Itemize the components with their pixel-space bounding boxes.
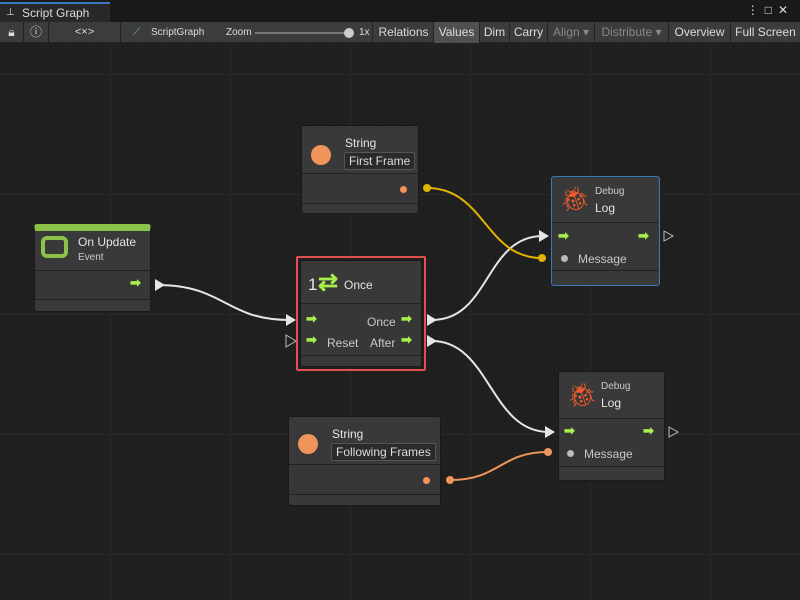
node-title: Log — [601, 396, 622, 410]
flow-arrow-icon: ➡ — [643, 423, 654, 438]
once-output-label: Once — [367, 315, 396, 329]
flow-out-port[interactable] — [155, 279, 165, 291]
flow-in-port[interactable] — [545, 426, 555, 438]
close-icon[interactable]: ✕ — [777, 3, 794, 17]
string-value-input[interactable]: First Frame — [344, 152, 416, 170]
edge-onupdate-once[interactable] — [156, 284, 291, 321]
on-update-node[interactable]: On Update Event ➡ — [34, 224, 151, 312]
once-out-port[interactable] — [427, 314, 437, 326]
port-dot[interactable] — [423, 184, 431, 192]
window-controls: ⋮□✕ — [747, 3, 794, 17]
tab-bar: ⊥Script Graph ⋮□✕ — [0, 0, 800, 22]
maximize-icon[interactable]: □ — [764, 3, 778, 17]
flow-out-port[interactable] — [663, 230, 675, 242]
bug-icon: 🐞︎ — [567, 382, 598, 409]
update-loop-icon — [41, 236, 68, 258]
node-category: Debug — [595, 186, 625, 197]
distribute-dropdown[interactable]: Distribute ▾ — [595, 22, 669, 43]
zoom-label: Zoom — [226, 27, 252, 38]
flow-arrow-icon: ➡ — [306, 332, 317, 347]
string-icon — [298, 434, 318, 454]
node-title: On Update — [78, 235, 137, 249]
after-output-label: After — [370, 336, 396, 350]
node-category: Debug — [601, 381, 631, 392]
string-value-input[interactable]: Following Frames — [331, 443, 436, 461]
node-title: Log — [595, 201, 616, 215]
flow-arrow-icon: ➡ — [401, 332, 412, 347]
selection-outline — [296, 256, 426, 371]
node-subtitle: Event — [78, 252, 104, 263]
message-label: Message — [584, 447, 633, 461]
message-port-dot[interactable] — [561, 255, 568, 262]
zoom-slider[interactable] — [255, 32, 351, 34]
flow-arrow-icon: ➡ — [401, 311, 412, 326]
node-title: String — [345, 136, 377, 150]
flow-arrow-icon: ➡ — [564, 423, 575, 438]
port-dot[interactable] — [538, 254, 546, 262]
zoom-slider-handle[interactable] — [344, 28, 354, 38]
align-dropdown[interactable]: Align ▾ — [548, 22, 595, 43]
string-node-following-frames[interactable]: String Following Frames — [288, 416, 441, 506]
dim-button[interactable]: Dim — [480, 22, 510, 43]
flow-in-port[interactable] — [539, 230, 549, 242]
flow-arrow-icon: ➡ — [558, 228, 569, 243]
once-node[interactable]: 1 ⇄ Once ➡ Once ➡ ➡ Reset After ➡ — [300, 260, 422, 367]
output-port[interactable] — [400, 186, 407, 193]
node-title: String — [332, 427, 364, 441]
values-button[interactable]: Values — [434, 22, 480, 43]
debug-log-node-2[interactable]: 🐞︎ Debug Log ➡ ➡ Message — [558, 371, 665, 481]
carry-button[interactable]: Carry — [510, 22, 548, 43]
port-dot[interactable] — [544, 448, 552, 456]
edge-after-debug2[interactable] — [431, 340, 550, 433]
edge-string2-message[interactable] — [449, 451, 549, 481]
breadcrumb: ⟋ ScriptGraph Zoom 1x — [121, 22, 373, 43]
flow-arrow-icon: ➡ — [130, 275, 141, 290]
graph-icon: ⟋ — [133, 27, 140, 38]
message-label: Message — [578, 252, 627, 266]
flow-arrow-icon: ➡ — [306, 311, 317, 326]
reset-input-label: Reset — [327, 336, 359, 350]
overview-button[interactable]: Overview — [669, 22, 731, 43]
once-counter: 1 — [308, 275, 318, 294]
string-node-first-frame[interactable]: String First Frame — [301, 125, 419, 214]
node-title: Once — [344, 278, 373, 292]
more-icon[interactable]: ⋮ — [746, 3, 765, 17]
debug-log-node-1[interactable]: 🐞︎ Debug Log ➡ ➡ Message — [551, 176, 660, 286]
graph-name[interactable]: ScriptGraph — [151, 27, 205, 38]
lock-icon[interactable]: 🔒︎ — [0, 22, 24, 43]
flow-out-port[interactable] — [668, 426, 680, 438]
output-port[interactable] — [423, 477, 430, 484]
port-dot[interactable] — [446, 476, 454, 484]
message-port-dot[interactable] — [567, 450, 574, 457]
zoom-value: 1x — [359, 27, 370, 38]
edge-once-debug1[interactable] — [431, 235, 544, 321]
string-icon — [311, 145, 331, 165]
toolbar: 🔒︎ ⓘ <×> ⟋ ScriptGraph Zoom 1x Relations… — [0, 22, 800, 43]
code-toggle-button[interactable]: <×> — [49, 22, 121, 43]
once-cycle-icon: ⇄ — [318, 269, 339, 296]
bug-icon: 🐞︎ — [560, 186, 591, 213]
after-out-port[interactable] — [427, 335, 437, 347]
flow-arrow-icon: ➡ — [638, 228, 649, 243]
tab-script-graph[interactable]: ⊥Script Graph — [0, 2, 110, 22]
relations-button[interactable]: Relations — [374, 22, 434, 43]
info-icon[interactable]: ⓘ — [24, 22, 49, 43]
flow-in-port[interactable] — [286, 314, 296, 326]
edge-string1-message[interactable] — [426, 187, 543, 259]
reset-in-port[interactable] — [285, 334, 297, 348]
hierarchy-icon: ⊥ — [6, 7, 15, 18]
full-screen-button[interactable]: Full Screen — [735, 25, 796, 39]
